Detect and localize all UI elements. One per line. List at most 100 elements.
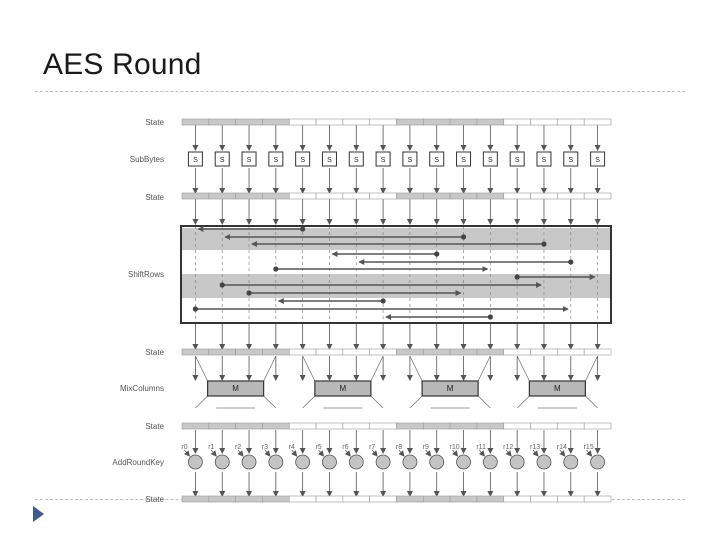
state-cell [369,495,397,503]
state-cell [449,192,478,200]
state-cell [235,348,263,356]
state-cell [583,348,612,356]
round-key-label: r8 [396,444,402,451]
state-cell [262,118,290,126]
sbox-label: S [220,157,225,164]
shift-origin-dot [380,298,386,304]
state-cell [503,495,531,503]
state-cell [315,422,344,430]
state-cell [396,192,424,200]
state-cell [476,192,505,200]
state-cell [235,422,263,430]
xor-node [563,454,579,470]
row-label-state-1: State [145,118,164,127]
mix-out [263,395,277,409]
state-cell [423,495,451,503]
shift-origin-dot [460,234,467,240]
state-cell [449,118,478,126]
sbox [563,151,579,167]
mix-funnel [370,355,384,382]
xor-node [482,454,498,470]
state-cell [503,348,531,356]
round-key-label: r0 [181,444,187,451]
round-key-arrow [452,449,459,457]
state-cell [449,495,478,503]
round-key-arrow [478,449,485,457]
mix-out [302,395,316,409]
sbox-label: S [381,157,386,164]
xor-node [375,454,391,470]
state-cell [288,348,317,356]
xor-node [536,454,552,470]
mixcolumn-box [314,380,372,397]
shift-origin-dot [300,226,306,232]
sbox [348,151,364,167]
mix-funnel [477,355,491,382]
state-cell [423,348,451,356]
round-key-label: r15 [584,444,594,451]
row-label-addroundkey: AddRoundKey [112,458,164,467]
round-key-arrow [264,449,271,457]
round-key-arrow [398,449,405,457]
state-cell [181,348,210,356]
round-key-arrow [425,449,432,457]
state-cell [476,348,505,356]
sbox [456,151,472,167]
state-cell [288,118,317,126]
state-cell [369,192,397,200]
shiftrows-box [180,225,612,324]
state-cell [262,192,290,200]
state-cell [342,192,370,200]
round-key-arrow [291,449,298,457]
state-cell [315,192,344,200]
state-cell [423,422,451,430]
round-key-label: r3 [262,444,268,451]
state-cell [583,495,612,503]
sbox [321,151,337,167]
round-key-label: r7 [369,444,375,451]
state-cell [369,348,397,356]
state-cell [342,348,370,356]
xor-node [268,454,284,470]
state-cell [288,495,317,503]
sbox-label: S [595,157,600,164]
round-key-arrow [532,449,539,457]
mix-funnel [263,355,277,382]
round-key-arrow [344,449,351,457]
sbox-label: S [434,157,439,164]
mixcolumn-label: M [340,384,347,393]
state-cell [396,348,424,356]
shift-origin-dot [192,306,199,312]
state-cell [449,348,478,356]
row-label-state-5: State [145,495,164,504]
sbox-label: S [274,157,279,164]
shift-origin-dot [273,266,279,272]
state-cell [342,118,370,126]
state-cell [583,422,612,430]
state-cell [396,422,424,430]
round-key-arrow [371,449,378,457]
shift-origin-dot [246,290,252,296]
round-key-arrow [505,449,512,457]
mixcolumn-label: M [554,384,561,393]
sbox [268,151,284,167]
state-cell [288,422,317,430]
sbox-label: S [515,157,520,164]
state-cell [449,422,478,430]
state-cell [342,422,370,430]
state-cell [503,192,531,200]
row-label-mixcolumns: MixColumns [120,384,164,393]
round-key-label: r2 [235,444,241,451]
mix-out [409,395,423,409]
round-key-arrow [237,449,244,457]
xor-node [456,454,471,470]
state-cell [369,118,397,126]
shift-origin-dot [568,259,574,265]
state-cell [181,118,210,126]
xor-node [402,454,418,470]
state-cell [235,495,263,503]
round-key-arrow [586,449,593,457]
state-cell [557,348,585,356]
round-key-label: r6 [342,444,348,451]
state-cell [530,192,558,200]
